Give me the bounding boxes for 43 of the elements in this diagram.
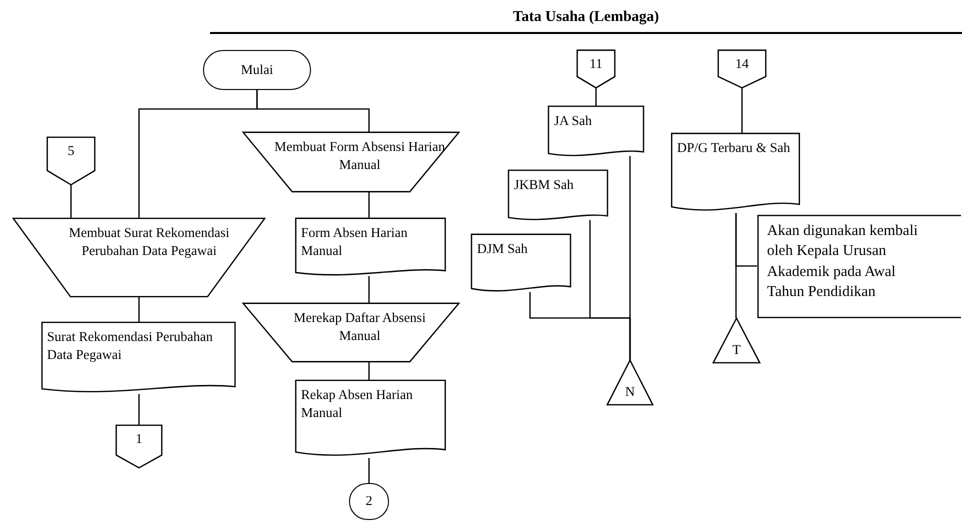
node-text: 11 [588, 55, 604, 73]
off-page-connector [577, 50, 615, 88]
connector-line [70, 185, 72, 218]
node-text: 2 [366, 492, 372, 510]
node-text: JKBM Sah [514, 176, 575, 194]
connector-line [368, 192, 370, 218]
annotation-bracket [757, 215, 962, 318]
node-text: 14 [734, 55, 750, 73]
connector-line [529, 292, 631, 360]
terminator-shape [203, 50, 311, 90]
node-text: 5 [66, 142, 76, 160]
node-text: Surat Rekomendasi Perubahan Data Pegawai [47, 328, 214, 364]
node-text: Membuat Surat Rekomendasi Perubahan Data Pegawai [68, 224, 230, 260]
node-text: DJM Sah [477, 240, 529, 258]
off-page-connector [718, 50, 766, 88]
connector-line [735, 213, 757, 267]
node-text: Merekap Daftar Absensi Manual [292, 309, 427, 346]
node-text: JA Sah [554, 112, 593, 130]
connector-line [138, 394, 140, 425]
node-text: T [731, 340, 742, 359]
node-text: Mulai [240, 60, 274, 79]
node-text: Rekap Absen Harian Manual [301, 386, 414, 422]
node-text: Form Absen Harian Manual [301, 224, 408, 260]
connector-line [138, 297, 140, 322]
connector-line [595, 88, 597, 106]
title: Tata Usaha (Lembaga) [512, 10, 660, 25]
connector-line [741, 88, 743, 133]
node-text: Akan digunakan kembali oleh Kepala Urusan Akademik pada Awal Tahun Pendidikan [767, 222, 919, 302]
off-page-connector [47, 137, 95, 185]
node-text: N [624, 382, 636, 401]
connector-line [256, 90, 370, 132]
storage-triangle [607, 360, 653, 405]
off-page-connector [116, 425, 162, 468]
node-text: Membuat Form Absensi Harian Manual [273, 138, 446, 174]
connector-line [368, 362, 370, 380]
node-text: 1 [134, 430, 144, 448]
manual-operation-trapezoid [12, 218, 266, 297]
node-text: DP/G Terbaru & Sah [677, 139, 792, 157]
manual-operation-trapezoid [242, 132, 460, 192]
manual-operation-trapezoid [242, 303, 460, 362]
storage-triangle [713, 318, 760, 363]
connector-line [368, 276, 370, 303]
connector-line [368, 458, 370, 483]
